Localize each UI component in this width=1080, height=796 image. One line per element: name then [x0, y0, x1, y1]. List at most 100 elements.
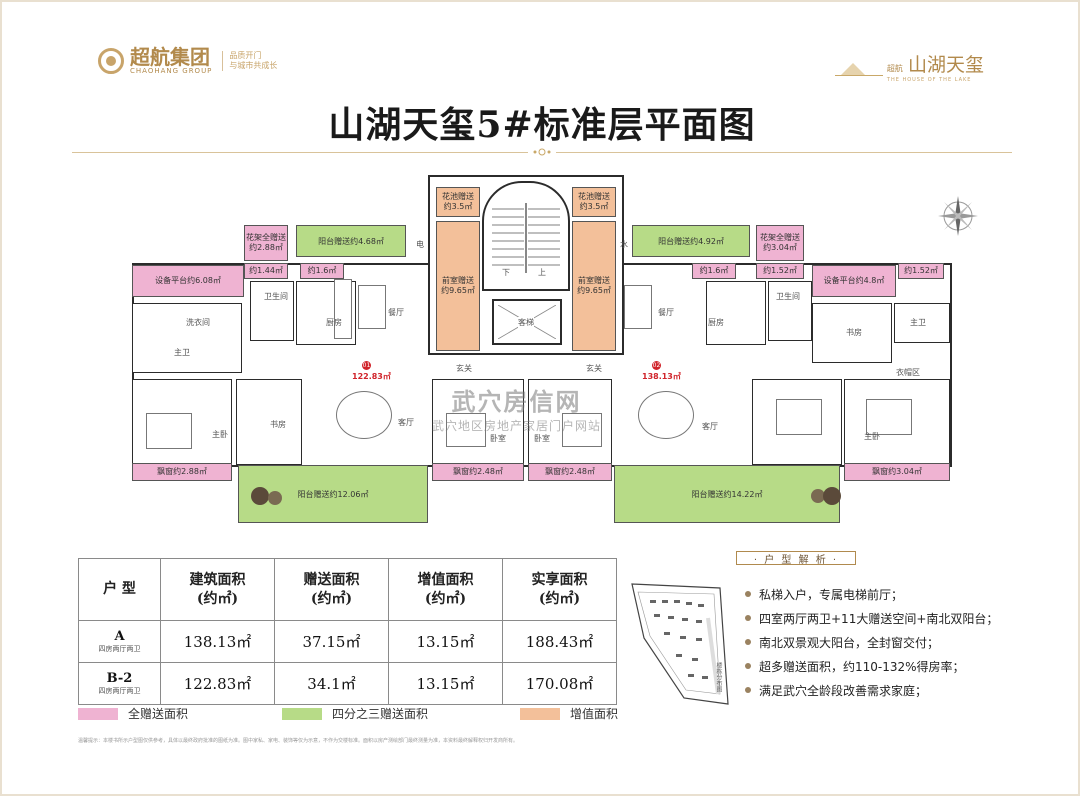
- bed-right-label: 卧室: [534, 434, 550, 443]
- project-en: THE HOUSE OF THE LAKE: [886, 77, 972, 83]
- total-area-cell: 188.43㎡: [502, 620, 617, 663]
- gift-area-cell: 37.15㎡: [274, 620, 389, 663]
- small-area-16-left-zone: 约1.6㎡: [300, 263, 344, 279]
- brand-slogan-1: 品质开门: [229, 51, 262, 61]
- watermark: 武穴房信网 武穴地区房地产家居门户网站: [432, 382, 601, 434]
- analysis-item-text: 满足武穴全龄段改善需求家庭；: [759, 683, 928, 698]
- bay-window-left-zone: 飘窗约2.88㎡: [132, 463, 232, 481]
- bay-window-right-zone: 飘窗约3.04㎡: [844, 463, 950, 481]
- south-balcony-right-zone: 阳台赠送约14.22㎡: [614, 465, 840, 523]
- equipment-platform-right-zone: 设备平台约4.8㎡: [812, 265, 896, 297]
- brand-en: CHAOHANG GROUP: [130, 67, 213, 75]
- bed-left: [446, 413, 486, 447]
- gift-area-cell: 34.1㎡: [274, 662, 389, 705]
- legend-full-gift-label: 全赠送面积: [128, 707, 189, 721]
- legend-three-quarter-label: 四分之三赠送面积: [332, 707, 429, 721]
- site-map-icon: [631, 583, 729, 705]
- brand-name: 超航集团: [130, 45, 210, 69]
- table-row: B-2 四房两厅两卫 122.83㎡ 34.1㎡ 13.15㎡ 170.08㎡: [78, 662, 617, 705]
- watermark-title: 武穴房信网: [451, 388, 582, 416]
- entry-right-label: 玄关: [586, 364, 602, 373]
- brand-text-block: 超航集团 CHAOHANG GROUP: [130, 47, 212, 75]
- bed-master-right: [776, 399, 822, 435]
- bathroom-left: [250, 281, 294, 341]
- living-left-label: 客厅: [398, 418, 414, 427]
- disclaimer-footnote: 温馨提示：本楼书所示户型图仅供参考，具体以最终政府批准的图纸为准。图中家私、家电…: [78, 738, 519, 744]
- master-right-label: 主卧: [864, 432, 880, 441]
- dining-chairs-right: [624, 285, 652, 329]
- elevator-label: 客梯: [518, 317, 534, 328]
- sitemap-label: 楼栋分布图: [715, 662, 722, 692]
- dining-table-left: [334, 279, 352, 339]
- bed-wardrobe-area: [866, 399, 912, 435]
- stair-up-label: 上: [538, 268, 546, 277]
- small-area-152-b-zone: 约1.52㎡: [898, 263, 944, 279]
- living-rug-left: [336, 391, 392, 439]
- garden-left-zone: 花池赠送 约3.5㎡: [436, 187, 480, 217]
- flower-rack-left-zone: 花架全赠送 约2.88㎡: [244, 225, 288, 261]
- unit-type-cell: A 四房两厅两卫: [78, 620, 161, 663]
- total-area-cell: 170.08㎡: [502, 662, 617, 705]
- bed-master-left: [146, 413, 192, 449]
- south-balcony-left-zone: 阳台赠送约12.06㎡: [238, 465, 428, 523]
- small-area-152-a-zone: 约1.52㎡: [756, 263, 804, 279]
- flower-rack-right-zone: 花架全赠送 约3.04㎡: [756, 225, 804, 261]
- small-area-144-zone: 约1.44㎡: [244, 263, 288, 279]
- living-rug-right: [638, 391, 694, 439]
- bath-left-label: 卫生间: [264, 292, 288, 301]
- living-right-label: 客厅: [702, 422, 718, 431]
- table-header: 户 型: [78, 558, 161, 621]
- toilet-left-label: 主卫: [174, 348, 190, 357]
- kitchen-left-label: 厨房: [326, 318, 342, 327]
- value-area-cell: 13.15㎡: [388, 620, 503, 663]
- study-right-room: [812, 303, 892, 363]
- project-small: 超航: [886, 64, 903, 73]
- page-title: 山湖天玺5#标准层平面图: [328, 104, 756, 146]
- laundry-label: 洗衣间: [186, 318, 210, 327]
- mountain-icon: [834, 58, 883, 76]
- entry-left-label: 玄关: [456, 364, 472, 373]
- dining-chairs-left: [358, 285, 386, 329]
- unit-b-area: 122.83㎡: [352, 372, 391, 381]
- bathroom-right: [768, 281, 812, 341]
- front-hall-right-zone: 前室赠送 约9.65㎡: [572, 221, 616, 351]
- compass-icon: [938, 196, 978, 236]
- watermark-subtitle: 武穴地区房地产家居门户网站: [432, 419, 602, 433]
- build-area-cell: 138.13㎡: [160, 620, 275, 663]
- bullet-icon: [745, 591, 751, 597]
- table-header: 赠送面积 (约㎡): [274, 558, 389, 621]
- study-left-room: [236, 379, 302, 465]
- stairs-icon: [492, 203, 560, 273]
- dining-right-label: 餐厅: [658, 308, 674, 317]
- toilet-right-room: [894, 303, 950, 343]
- unit-b-number: 01: [362, 361, 371, 370]
- bed-left-label: 卧室: [490, 434, 506, 443]
- unit-a-area: 138.13㎡: [642, 372, 681, 381]
- toilet-right-label: 主卫: [910, 318, 926, 327]
- bed-right: [562, 413, 602, 447]
- plant-pot-right-icon: [811, 487, 841, 505]
- table-header: 实享面积 (约㎡): [502, 558, 617, 621]
- table-header-row: 户 型 建筑面积 (约㎡) 赠送面积 (约㎡) 增值面积 (约㎡) 实享面积 (…: [78, 558, 617, 621]
- list-item: 超多赠送面积，约110-132%得房率；: [745, 654, 998, 678]
- list-item: 满足武穴全龄段改善需求家庭；: [745, 678, 998, 702]
- analysis-item-text: 四室两厅两卫+11大赠送空间+南北双阳台；: [759, 611, 999, 626]
- study-left-label: 书房: [270, 420, 286, 429]
- bay-window-mid-right-zone: 飘窗约2.48㎡: [528, 463, 612, 481]
- floor-plan: 下 上 客梯 花池赠送 约3.5㎡ 花池赠送 约3.5㎡ 前室赠送 约9.65㎡…: [126, 167, 956, 547]
- table-header: 建筑面积 (约㎡): [160, 558, 275, 621]
- list-item: 南北双景观大阳台，全封窗交付；: [745, 630, 998, 654]
- master-left-label: 主卧: [212, 430, 228, 439]
- kitchen-right: [706, 281, 766, 345]
- analysis-heading: · 户 型 解 析 ·: [736, 551, 856, 566]
- small-area-16-right-zone: 约1.6㎡: [692, 263, 736, 279]
- stair-down-label: 下: [502, 268, 510, 277]
- value-area-cell: 13.15㎡: [388, 662, 503, 705]
- unit-type: A: [114, 629, 125, 644]
- bullet-icon: [745, 687, 751, 693]
- legend-green-swatch: [282, 707, 322, 720]
- unit-type-desc: 四房两厅两卫: [98, 645, 141, 653]
- elec-label: 电: [416, 240, 424, 249]
- area-table: 户 型 建筑面积 (约㎡) 赠送面积 (约㎡) 增值面积 (约㎡) 实享面积 (…: [78, 558, 617, 705]
